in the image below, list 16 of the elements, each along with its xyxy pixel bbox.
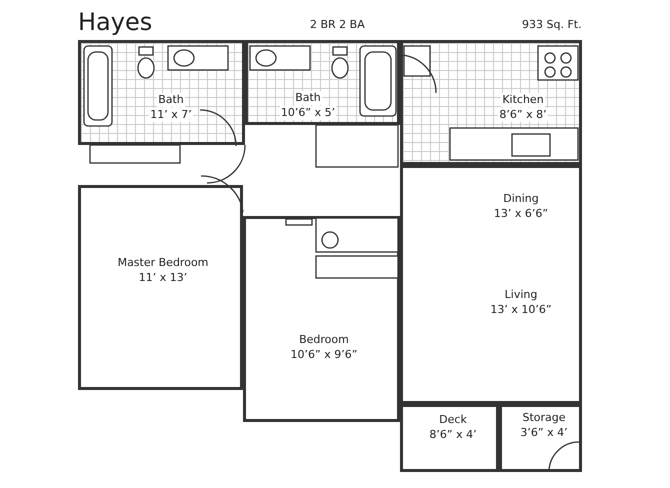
unit-type: 2 BR 2 BA	[310, 18, 365, 31]
room-dimensions: 10’6” x 5’	[280, 106, 336, 120]
room-name: Bath	[157, 93, 185, 107]
room-area	[78, 185, 243, 390]
room-name: Kitchen	[501, 93, 545, 107]
room-area	[499, 404, 582, 472]
room-name: Dining	[502, 192, 540, 206]
floor-area: 933 Sq. Ft.	[522, 18, 582, 31]
room-area	[400, 404, 499, 472]
plan-title: Hayes	[78, 8, 152, 36]
room-area	[400, 165, 582, 404]
room-dimensions: 8’6” x 8’	[498, 108, 548, 122]
room-name: Living	[504, 288, 538, 302]
room-dimensions: 11’ x 7’	[149, 108, 193, 122]
room-name: Bath	[294, 91, 322, 105]
room-name: Storage	[521, 411, 567, 425]
